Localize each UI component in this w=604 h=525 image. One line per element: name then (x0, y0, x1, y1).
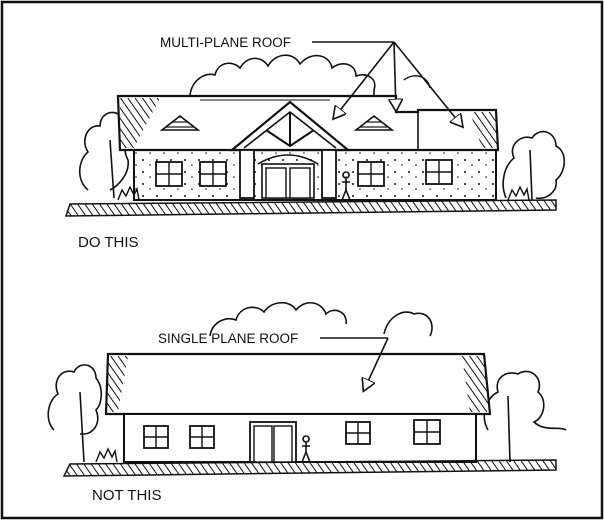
callout-label-top: MULTI-PLANE ROOF (160, 35, 291, 50)
caption-top: DO THIS (78, 234, 139, 251)
porch-column-left (240, 150, 254, 198)
porch-column-right (322, 150, 336, 198)
entry-door-right (274, 426, 292, 462)
single-plane-roof (106, 354, 490, 414)
entry-door-left (266, 168, 286, 198)
callout-label-bottom: SINGLE PLANE ROOF (158, 331, 298, 346)
entry-door-right (290, 168, 310, 198)
entry-door-left (254, 426, 272, 462)
caption-bottom: NOT THIS (92, 487, 161, 504)
